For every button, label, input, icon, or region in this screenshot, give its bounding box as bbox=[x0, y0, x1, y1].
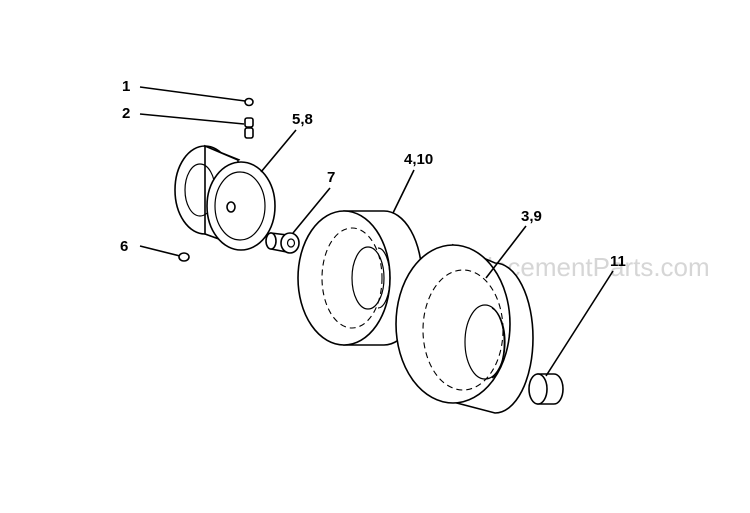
nut-part bbox=[139, 113, 254, 139]
callout-3-9: 3,9 bbox=[521, 208, 542, 225]
hub-cap-part bbox=[528, 270, 614, 405]
set-screw-part bbox=[139, 245, 190, 262]
callout-4-10: 4,10 bbox=[404, 151, 433, 168]
rear-tire-part bbox=[395, 225, 534, 414]
callout-1: 1 bbox=[122, 78, 130, 95]
leader-line-2 bbox=[139, 113, 245, 125]
wheel-rim-part bbox=[174, 129, 297, 251]
callout-11: 11 bbox=[610, 253, 626, 270]
leader-line-11 bbox=[545, 270, 614, 377]
leader-line-4-10 bbox=[392, 169, 415, 214]
leader-line-5-8 bbox=[260, 129, 297, 173]
leader-line-6 bbox=[139, 245, 181, 257]
callout-5-8: 5,8 bbox=[292, 111, 313, 128]
bushing-part bbox=[265, 187, 331, 254]
leader-line-7 bbox=[292, 187, 331, 234]
callout-6: 6 bbox=[120, 238, 128, 255]
leader-line-1 bbox=[139, 86, 246, 102]
bolt-part bbox=[139, 86, 254, 107]
leader-line-3-9 bbox=[485, 225, 527, 279]
callout-2: 2 bbox=[122, 105, 130, 122]
callout-7: 7 bbox=[327, 169, 335, 186]
